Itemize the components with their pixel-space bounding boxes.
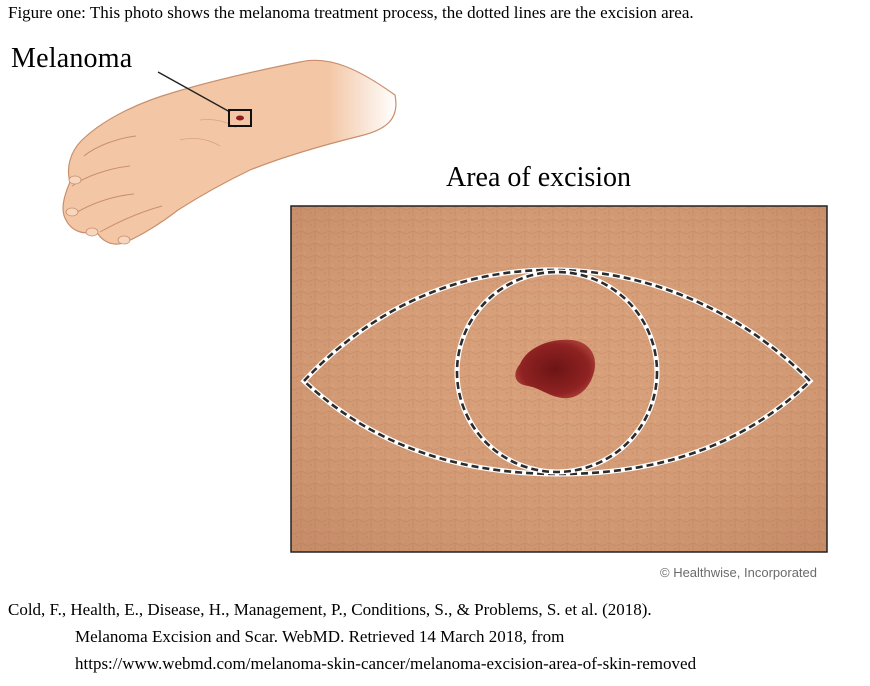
melanoma-label: Melanoma xyxy=(11,43,133,74)
citation: Cold, F., Health, E., Disease, H., Manag… xyxy=(8,596,696,677)
figure-caption: Figure one: This photo shows the melanom… xyxy=(8,3,694,22)
citation-line-2: Melanoma Excision and Scar. WebMD. Retri… xyxy=(75,627,565,646)
excision-area-label: Area of excision xyxy=(446,162,632,193)
hand-illustration xyxy=(62,59,397,245)
excision-ellipse-outline xyxy=(300,267,814,477)
citation-line-1: Cold, F., Health, E., Disease, H., Manag… xyxy=(8,600,652,619)
citation-url: https://www.webmd.com/melanoma-skin-canc… xyxy=(75,654,697,673)
excision-circle-outline xyxy=(454,269,660,475)
image-credit: © Healthwise, Incorporated xyxy=(660,565,817,580)
skin-closeup-panel xyxy=(290,205,828,553)
lesion-marker xyxy=(157,71,252,127)
melanoma-illustration xyxy=(62,59,828,553)
melanoma-lesion xyxy=(515,339,596,399)
